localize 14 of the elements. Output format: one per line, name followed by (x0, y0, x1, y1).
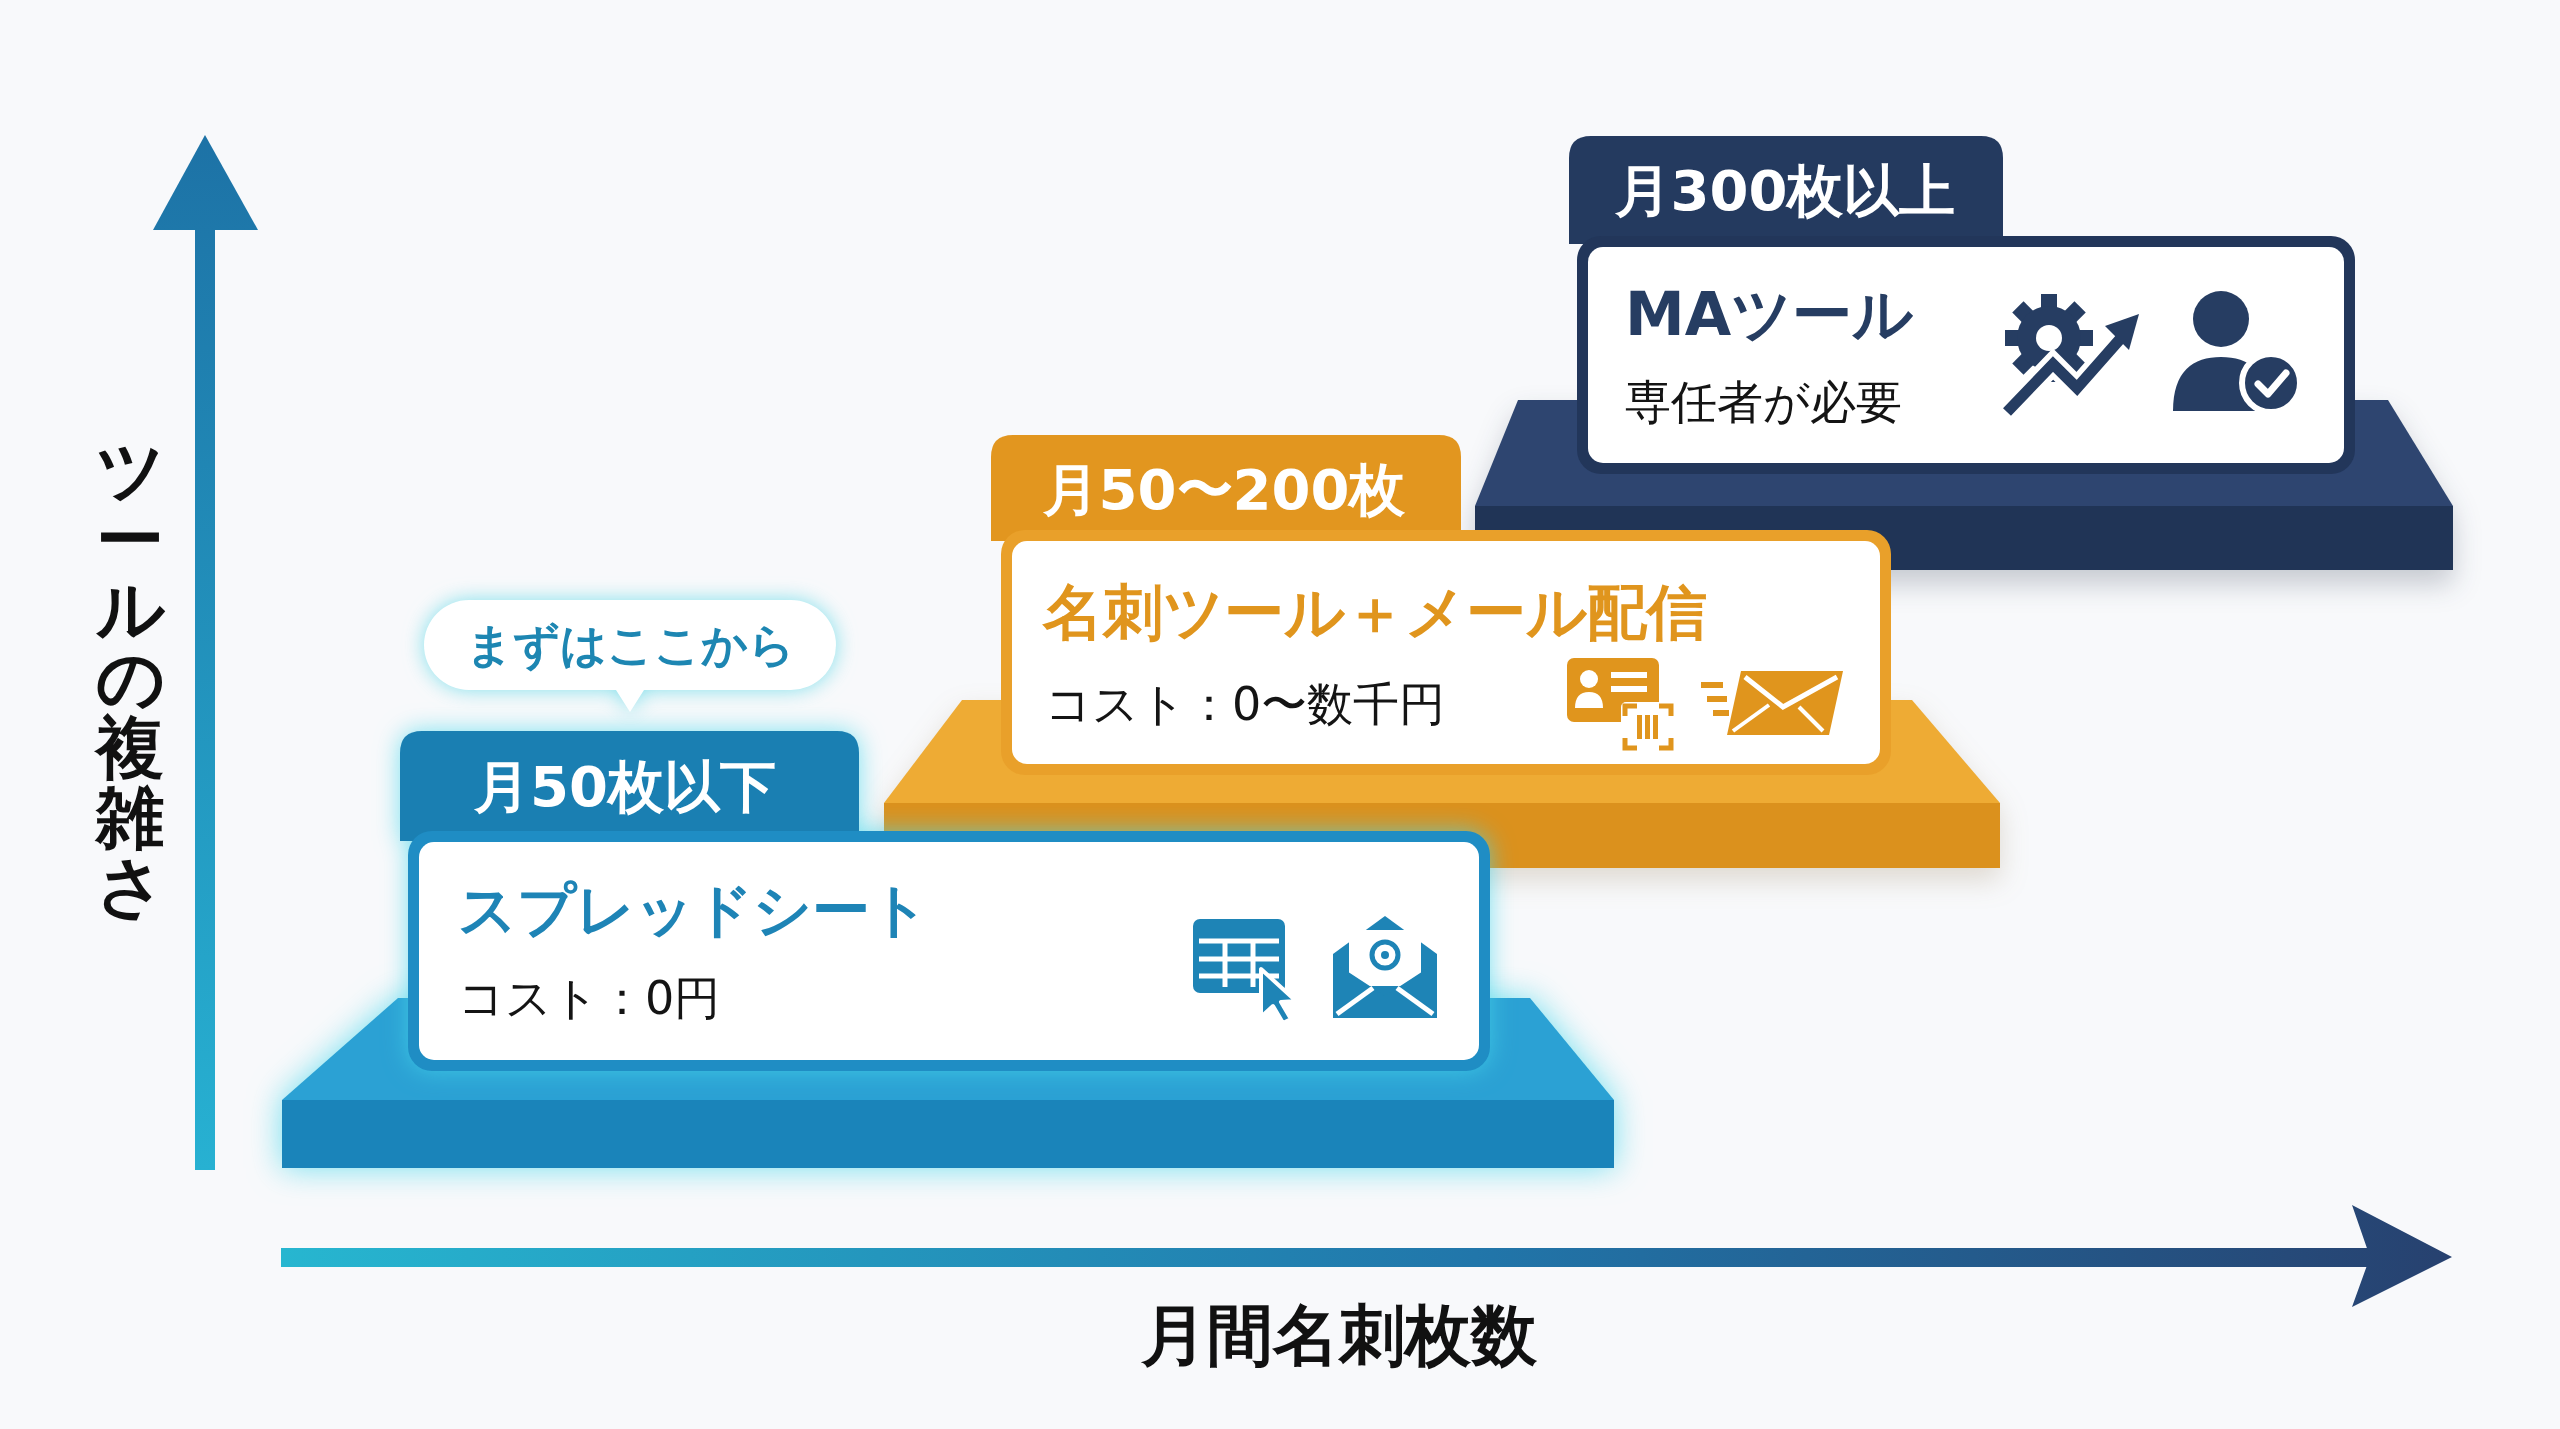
tool-name: MAツール (1625, 282, 1914, 346)
tier-heading: 月50枚以下 (474, 757, 776, 817)
axis-label: 月間名刺枚数 (1141, 1301, 1537, 1371)
cost-text: コスト：0〜数千円 (1045, 679, 1446, 729)
tool-name: 名刺ツール＋メール配信 (1043, 580, 1707, 644)
tier-heading: 月50〜200枚 (1042, 460, 1406, 520)
tier-card (1569, 136, 2355, 474)
axis-label: ツールの複雑さ (96, 436, 164, 922)
cost-text: コスト：0円 (458, 973, 721, 1023)
speech-bubble (424, 600, 836, 712)
bubble-text: まずはここから (465, 620, 795, 670)
tool-name: スプレッドシート (458, 879, 929, 941)
tier-heading: 月300枚以上 (1614, 161, 1956, 221)
requirement-text: 専任者が必要 (1625, 377, 1902, 427)
